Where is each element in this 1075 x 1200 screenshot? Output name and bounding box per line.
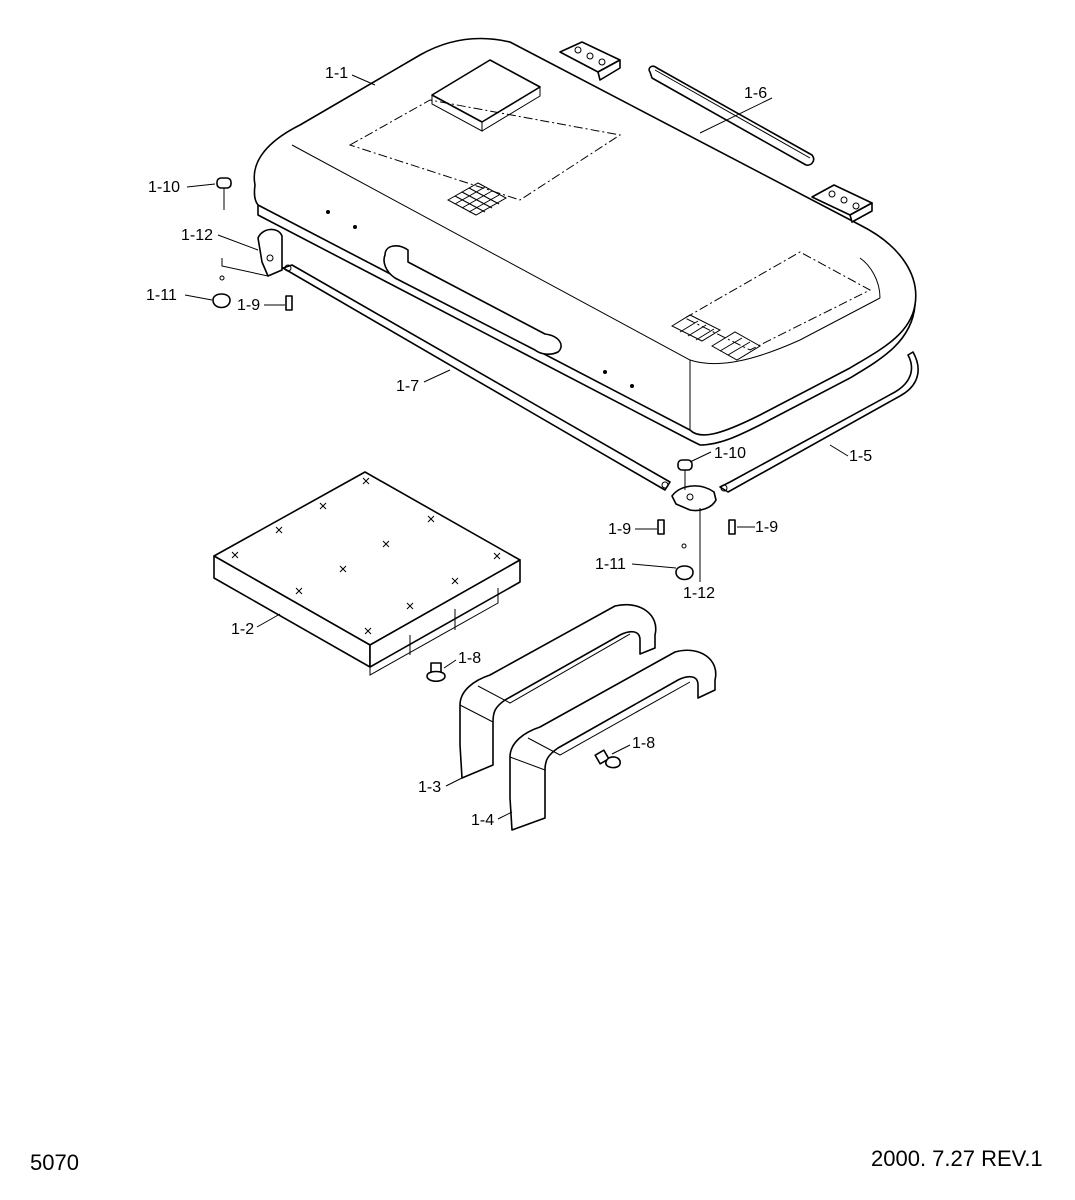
grille-vent [446,182,508,216]
pad-part [213,471,521,676]
label-1-11-left: 1-11 [146,287,177,304]
revision-date: 2000. 7.27 REV.1 [871,1146,1043,1171]
support-bracket-rear [509,649,717,831]
cap-left [216,177,232,210]
label-1-3: 1-3 [418,779,441,796]
label-1-12-right: 1-12 [683,585,715,602]
support-bracket-front [459,603,657,779]
foot-left [212,258,269,309]
corner-bracket-left [257,228,283,277]
rod-part [648,65,815,166]
hinge-right [811,184,873,223]
bolt-bracket [594,749,621,769]
bolt-pad [426,662,446,683]
label-1-7: 1-7 [396,378,419,395]
label-1-9-right: 1-9 [755,519,778,536]
screw-left [285,295,293,311]
label-1-8-bracket: 1-8 [632,735,655,752]
label-1-12-left: 1-12 [181,227,213,244]
label-1-9-left: 1-9 [237,297,260,314]
seal-strip-left [282,264,671,491]
cap-right [677,459,693,490]
label-1-4: 1-4 [471,812,494,829]
corner-bracket-right [671,485,717,512]
foot-right [675,543,694,581]
label-1-1: 1-1 [325,65,348,82]
label-1-8-pad: 1-8 [458,650,481,667]
label-1-5: 1-5 [849,448,872,465]
label-1-11-right: 1-11 [595,556,626,573]
label-1-6: 1-6 [744,85,767,102]
seal-strip-right [719,351,919,493]
label-1-10-left: 1-10 [148,179,180,196]
louver-vent [670,314,761,361]
label-1-2: 1-2 [231,621,254,638]
screw-center [657,519,665,535]
cover-part [253,37,917,446]
label-1-10-right: 1-10 [714,445,746,462]
hinge-top [559,41,621,81]
screw-right [728,519,736,535]
page-number: 5070 [30,1150,79,1175]
label-1-9-center: 1-9 [608,521,631,538]
leader-lines [184,74,849,820]
